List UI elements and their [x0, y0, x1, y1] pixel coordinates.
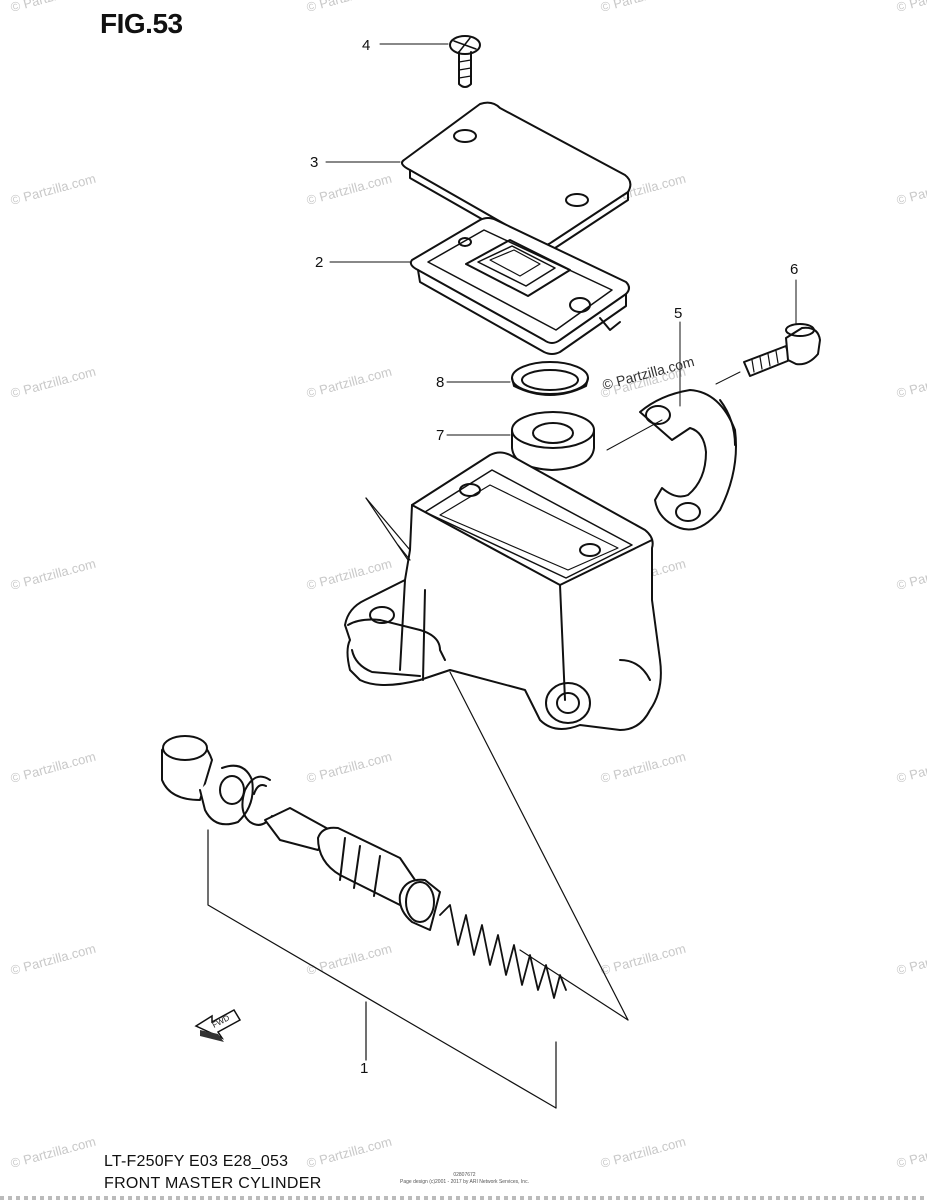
- watermark-text: © Partzilla.com: [9, 364, 98, 401]
- watermark-text: © Partzilla.com: [9, 749, 98, 786]
- watermark-text: © Partzilla.com: [895, 171, 927, 208]
- diagram-caption: FRONT MASTER CYLINDER: [104, 1175, 322, 1192]
- watermark-text: © Partzilla.com: [305, 556, 394, 593]
- callout-5: 5: [674, 305, 682, 322]
- watermark-text: © Partzilla.com: [305, 1134, 394, 1171]
- screw-part-4: [449, 35, 481, 88]
- callout-6: 6: [790, 261, 798, 278]
- piston-assembly-part-1: [161, 735, 567, 999]
- cup-part-7: [511, 411, 595, 471]
- watermark-text: © Partzilla.com: [305, 749, 394, 786]
- watermark-text: © Partzilla.com: [895, 749, 927, 786]
- o-ring-part-8: [511, 361, 589, 396]
- watermark-text: © Partzilla.com: [599, 749, 688, 786]
- watermark-text: © Partzilla.com: [895, 556, 927, 593]
- watermark-text: © Partzilla.com: [599, 941, 688, 978]
- watermark-text: © Partzilla.com: [599, 1134, 688, 1171]
- fwd-arrow-icon: FWD: [194, 1008, 242, 1042]
- callout-1: 1: [360, 1060, 368, 1077]
- copyright-footnote: 02807672 Page design (c)2001 - 2017 by A…: [400, 1172, 529, 1186]
- watermark-text: © Partzilla.com: [9, 1134, 98, 1171]
- watermark-text: © Partzilla.com: [599, 0, 688, 15]
- clamp-part-5: [639, 389, 737, 531]
- watermark-text: © Partzilla.com: [9, 171, 98, 208]
- callout-2: 2: [315, 254, 323, 271]
- assembly-bracket: [207, 497, 629, 1109]
- watermark-text: © Partzilla.com: [9, 556, 98, 593]
- watermark-text: © Partzilla.com: [895, 364, 927, 401]
- callout-7: 7: [436, 427, 444, 444]
- watermark-text: © Partzilla.com: [305, 364, 394, 401]
- bolt-part-6: [743, 323, 821, 377]
- diaphragm-plate-part-2: [409, 217, 630, 355]
- watermark-text: © Partzilla.com: [895, 1134, 927, 1171]
- master-cylinder-body: [344, 451, 662, 731]
- model-code: LT-F250FY E03 E28_053: [104, 1153, 289, 1170]
- callout-leaders: [325, 43, 797, 451]
- watermark-text: © Partzilla.com: [9, 941, 98, 978]
- callout-4: 4: [362, 37, 370, 54]
- watermark-text: © Partzilla.com: [895, 0, 927, 15]
- footnote-line-1: 02807672: [453, 1172, 476, 1178]
- figure-title: FIG.53: [100, 8, 183, 39]
- watermark-text: © Partzilla.com: [305, 941, 394, 978]
- watermark-text: © Partzilla.com: [305, 0, 394, 15]
- watermark-text: © Partzilla.com: [305, 171, 394, 208]
- callout-8: 8: [436, 374, 444, 391]
- bottom-divider: [0, 1196, 927, 1200]
- watermark-text: © Partzilla.com: [9, 0, 98, 15]
- footnote-line-2: Page design (c)2001 - 2017 by ARI Networ…: [400, 1179, 529, 1185]
- watermark-text: © Partzilla.com: [895, 941, 927, 978]
- callout-3: 3: [310, 154, 318, 171]
